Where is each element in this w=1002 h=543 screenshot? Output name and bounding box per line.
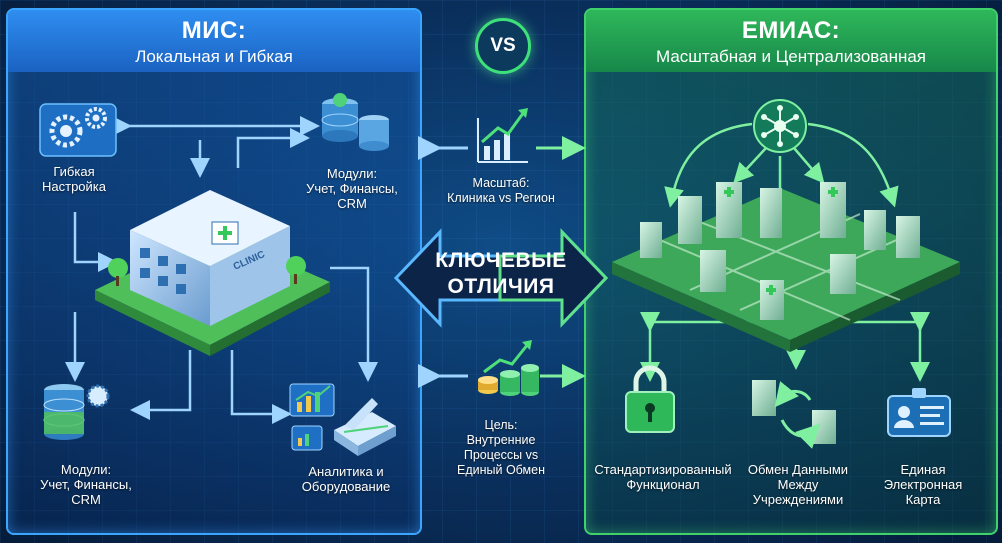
clinic-building-icon: CLINIC (95, 190, 330, 356)
label-line: Карта (905, 492, 941, 507)
growth-chart-icon (477, 108, 528, 163)
mis-arrows (65, 116, 378, 424)
label-line: Оборудование (301, 479, 391, 494)
id-card-icon (887, 388, 951, 437)
label-line: Учет, Финансы, (306, 181, 398, 196)
gears-icon (39, 103, 117, 157)
mis-label-analytics: Аналитика и Оборудование (286, 464, 406, 494)
label-line: Масштаб: (472, 176, 530, 190)
mis-label-modules-top: Модули: Учет, Финансы, CRM (292, 166, 412, 211)
mis-label-modules-bottom: Модули: Учет, Финансы, CRM (26, 462, 146, 507)
label-line: Гибкая (53, 164, 95, 179)
label-line: Клиника vs Регион (447, 191, 555, 205)
padlock-icon (625, 365, 675, 433)
label-line: Процессы vs (463, 448, 539, 462)
key-differences-arrow (393, 228, 609, 328)
city-icon (612, 182, 960, 352)
coins-growth-icon (478, 340, 539, 396)
label-line: Модули: (326, 166, 378, 181)
data-exchange-icon (752, 380, 836, 449)
emias-subtitle: Масштабная и Централизованная (655, 47, 927, 66)
label-line: Единый Обмен (456, 463, 545, 477)
label-line: Функционал (626, 477, 700, 492)
label-line: Учет, Финансы, (40, 477, 132, 492)
network-hub-icon (753, 99, 807, 153)
emias-title: ЕМИАС: (741, 17, 841, 44)
label-line: Аналитика и (308, 464, 384, 479)
key-line-2: ОТЛИЧИЯ (447, 275, 555, 298)
mis-title-bar: МИС: Локальная и Гибкая (8, 10, 420, 72)
key-differences-label: КЛЮЧЕВЫЕ ОТЛИЧИЯ (414, 248, 588, 310)
emias-label-e-card: Единая Электронная Карта (868, 462, 978, 507)
label-line: Настройка (42, 179, 106, 194)
label-line: Электронная (883, 477, 963, 492)
mis-subtitle: Локальная и Гибкая (135, 47, 293, 66)
label-line: Стандартизированный (594, 462, 732, 477)
database-coin-icon (321, 93, 389, 151)
emias-label-data-exchange: Обмен Данными Между Учреждениями (738, 462, 858, 507)
vs-badge: VS (475, 18, 531, 74)
goal-label: Цель: Внутренние Процессы vs Единый Обме… (436, 418, 566, 478)
label-line: CRM (71, 492, 101, 507)
emias-label-standardized: Стандартизированный Функционал (588, 462, 738, 492)
label-line: Единая (900, 462, 946, 477)
mis-title: МИС: (181, 17, 247, 44)
label-line: Внутренние (466, 433, 536, 447)
label-line: Между (777, 477, 819, 492)
label-line: Учреждениями (752, 492, 844, 507)
mis-label-flexible-setup: Гибкая Настройка (24, 164, 124, 194)
city-buildings (640, 182, 920, 320)
database-gear-icon (43, 384, 110, 440)
key-line-1: КЛЮЧЕВЫЕ (435, 249, 567, 272)
scale-label: Масштаб: Клиника vs Регион (428, 176, 574, 206)
analytics-chart-icon (289, 383, 335, 451)
label-line: CRM (337, 196, 367, 211)
label-line: Обмен Данными (747, 462, 849, 477)
emias-title-bar: ЕМИАС: Масштабная и Централизованная (586, 10, 996, 72)
scanner-icon (334, 398, 396, 456)
label-line: Модули: (60, 462, 112, 477)
label-line: Цель: (484, 418, 518, 432)
